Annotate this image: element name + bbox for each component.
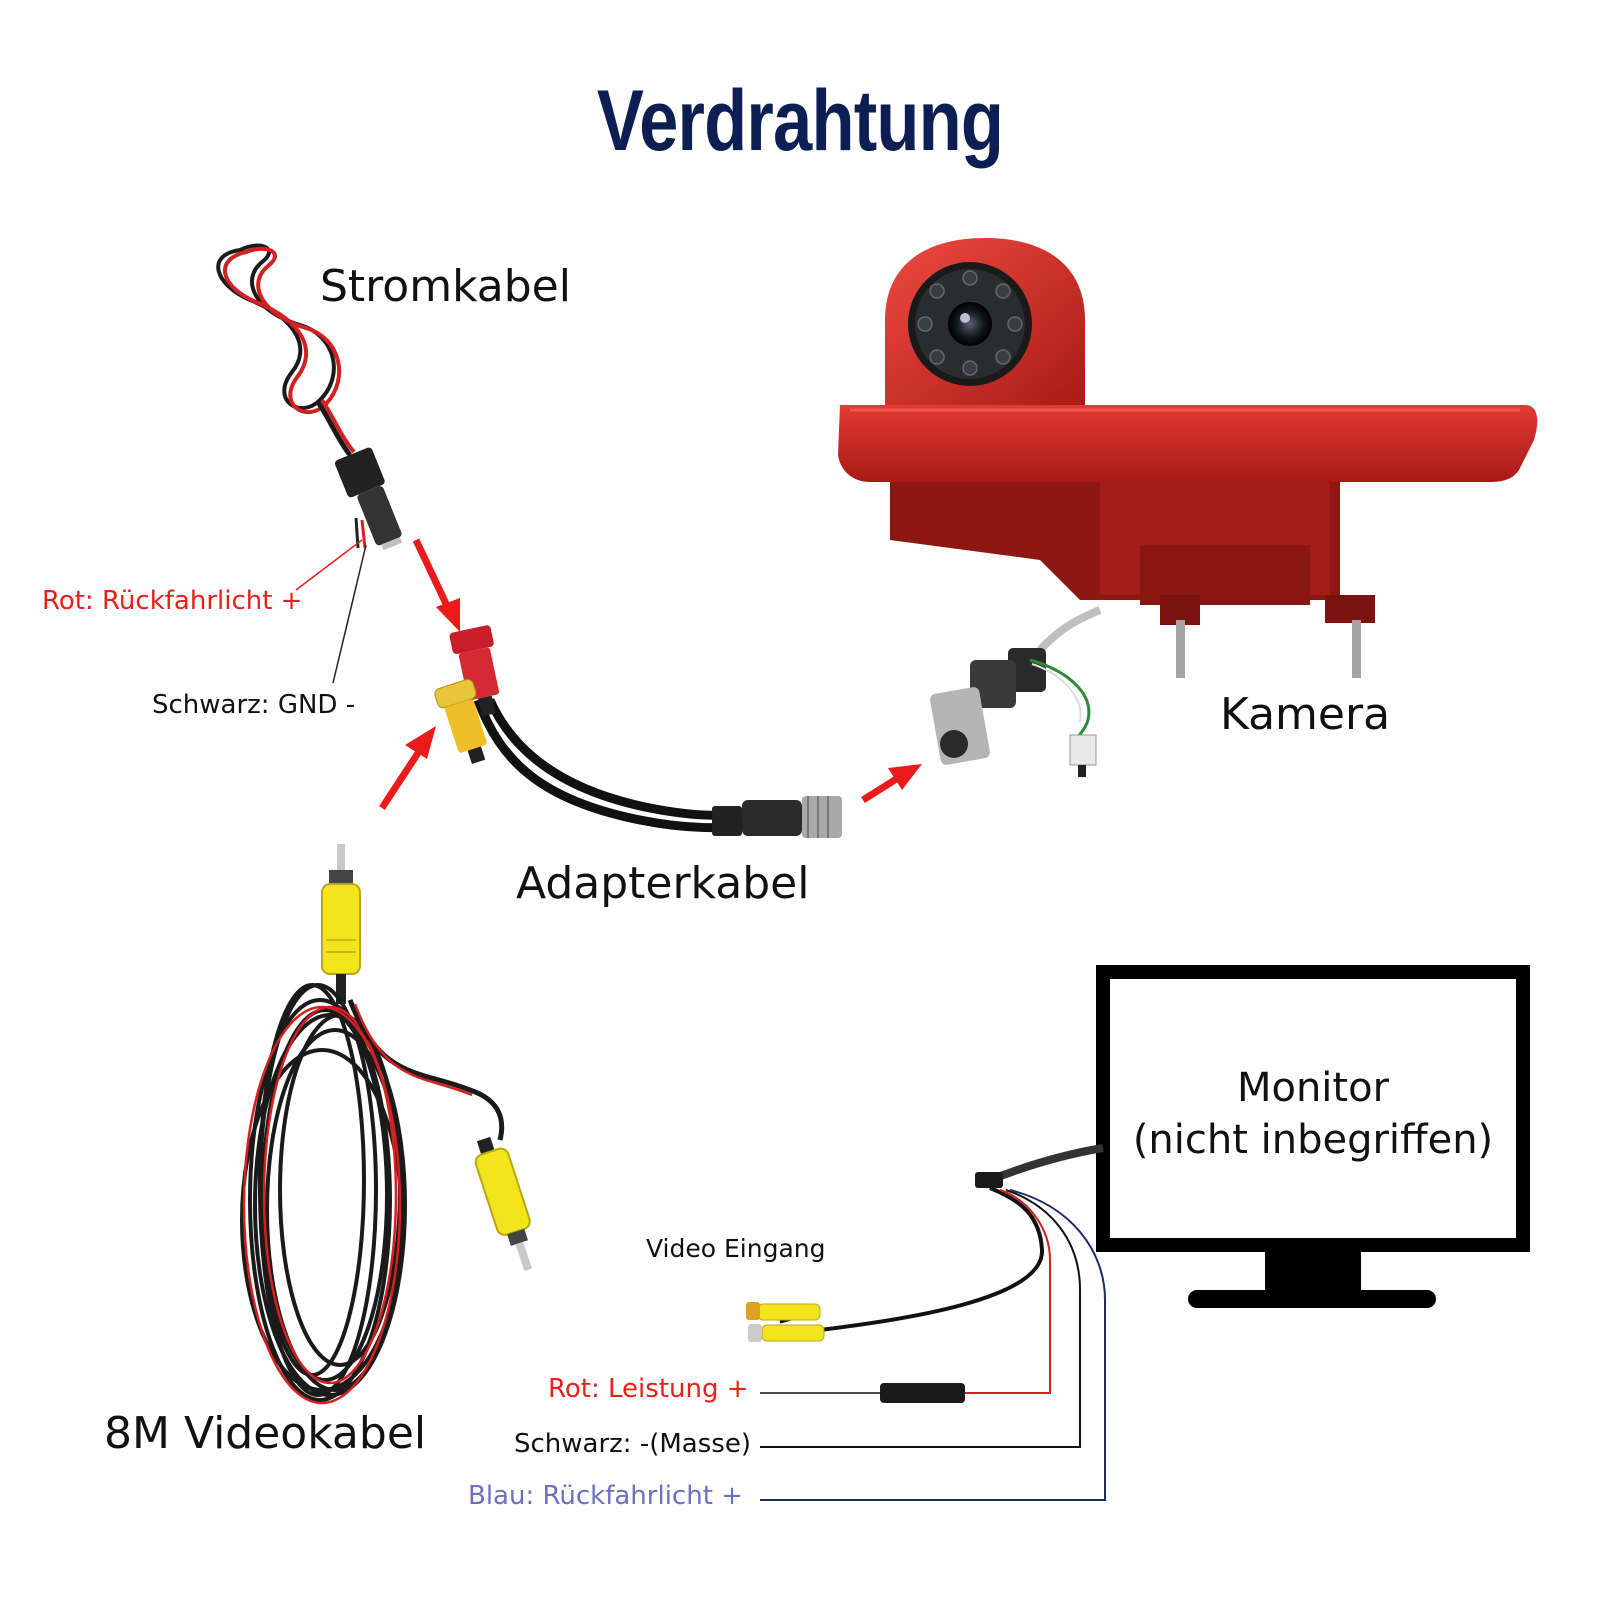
power-cable-icon bbox=[216, 243, 403, 551]
black-gnd-label: Schwarz: GND - bbox=[152, 690, 356, 720]
video-cable-icon bbox=[240, 844, 532, 1405]
leader-black bbox=[332, 544, 367, 684]
monitor-harness bbox=[746, 1144, 1106, 1501]
black-ground-label: Schwarz: -(Masse) bbox=[514, 1429, 751, 1459]
camera-label: Kamera bbox=[1220, 689, 1391, 740]
camera-icon bbox=[838, 238, 1538, 777]
page-title: Verdrahtung bbox=[596, 73, 1004, 169]
monitor-icon bbox=[1096, 965, 1530, 1308]
red-power-label: Rot: Leistung + bbox=[548, 1374, 749, 1404]
adapter-cable-icon bbox=[434, 625, 842, 838]
video-input-label: Video Eingang bbox=[646, 1234, 826, 1263]
video-cable-label: 8M Videokabel bbox=[104, 1408, 427, 1459]
power-cable-label: Stromkabel bbox=[320, 261, 571, 312]
red-reverse-label: Rot: Rückfahrlicht + bbox=[42, 586, 303, 616]
monitor-label: Monitor bbox=[1236, 1065, 1390, 1111]
arrow-icon bbox=[379, 538, 922, 810]
monitor-note-label: (nicht inbegriffen) bbox=[1132, 1117, 1494, 1163]
adapter-cable-label: Adapterkabel bbox=[516, 858, 810, 909]
blue-reverse-label: Blau: Rückfahrlicht + bbox=[468, 1481, 743, 1511]
leader-red bbox=[295, 539, 363, 591]
